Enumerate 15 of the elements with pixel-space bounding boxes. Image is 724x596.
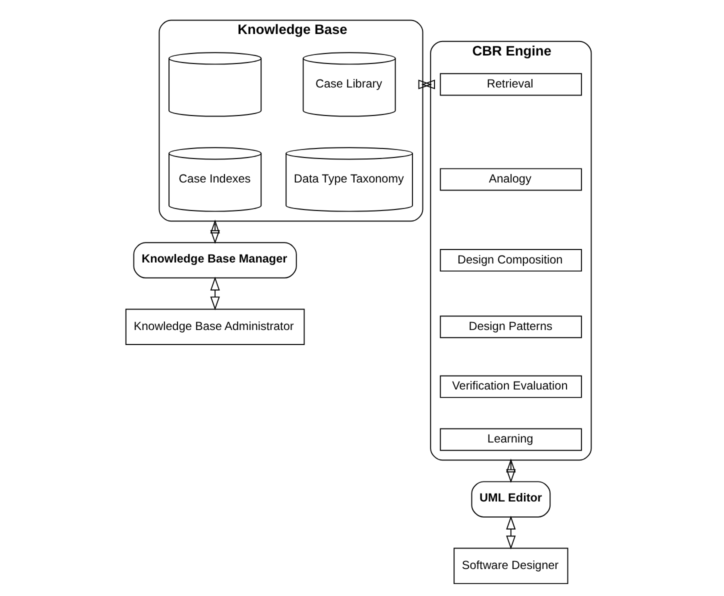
node-box: Software Designer xyxy=(453,548,568,584)
node-box: UML Editor xyxy=(470,481,550,518)
node-box: Knowledge Base Manager xyxy=(132,242,296,278)
arrow xyxy=(210,220,220,244)
arrow xyxy=(418,80,434,90)
node-box: Knowledge Base Administrator xyxy=(124,308,304,346)
arrow xyxy=(506,458,516,483)
node-box: Retrieval xyxy=(439,73,582,96)
node-box: Design Composition xyxy=(439,249,582,272)
node-box: Verification Evaluation xyxy=(439,375,582,398)
node-box: Analogy xyxy=(439,168,582,191)
arrow xyxy=(210,276,220,310)
node-box: Design Patterns xyxy=(439,316,582,338)
node-box: Learning xyxy=(439,428,582,451)
arrow xyxy=(506,516,516,550)
